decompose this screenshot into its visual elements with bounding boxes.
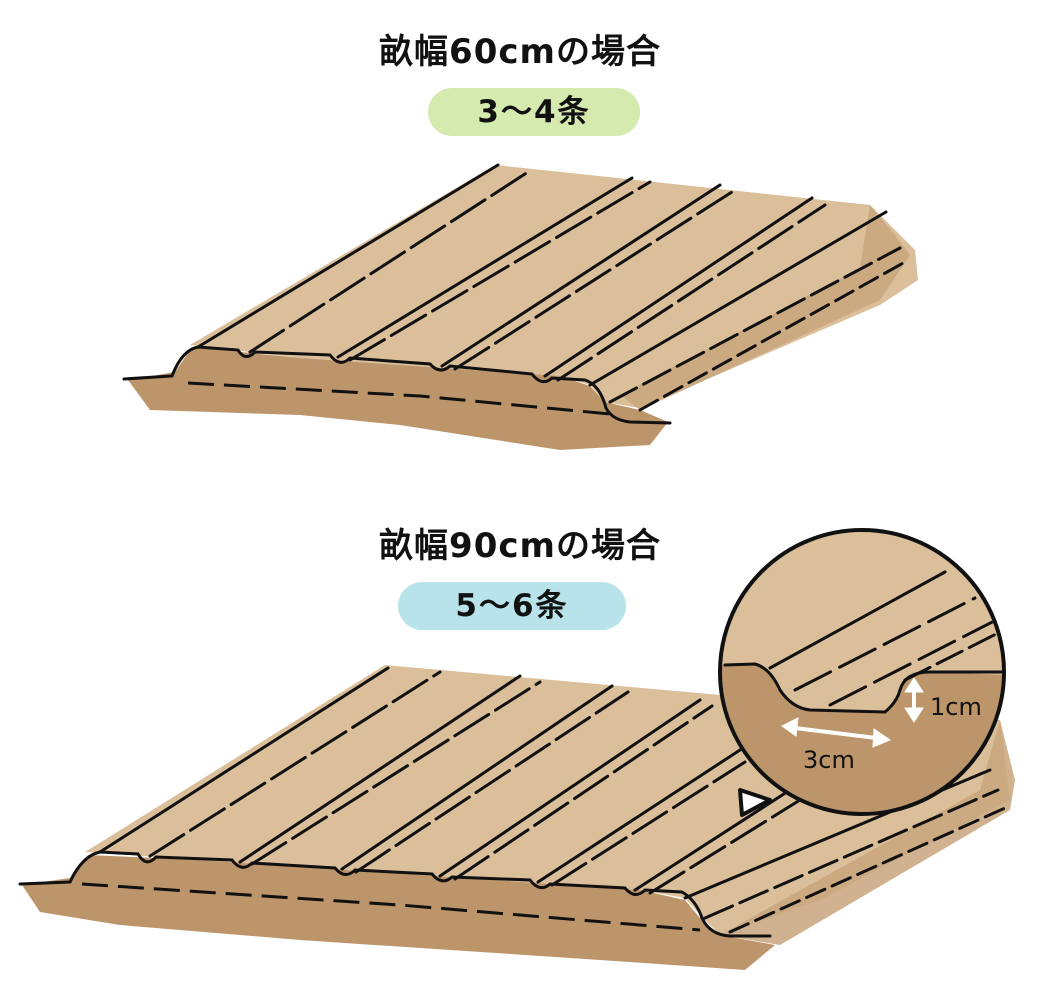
bed-front-face-90cm — [22, 855, 775, 970]
section-title-90cm: 畝幅90cmの場合 — [379, 526, 661, 566]
bed-front-face-60cm — [128, 347, 668, 450]
callout-pointer — [738, 788, 772, 817]
rows-badge-60cm: 3～4条 — [428, 88, 640, 136]
zoom-callout: 1cm 3cm — [718, 528, 1006, 817]
bed-dashed-base-90cm — [81, 882, 701, 932]
zoom-soil-section — [722, 664, 1002, 812]
furrow-lines-90cm — [98, 666, 1007, 934]
bed-right-face-90cm — [720, 720, 1015, 945]
depth-arrow — [904, 677, 924, 723]
rows-badge-90cm: 5～6条 — [398, 582, 626, 630]
depth-label: 1cm — [930, 693, 982, 721]
section-title-60cm: 畝幅60cmの場合 — [379, 32, 661, 72]
soil-bed-60cm — [122, 163, 918, 450]
bed-outline-90cm — [18, 850, 772, 938]
width-label: 3cm — [803, 746, 855, 774]
furrow-lines-60cm — [196, 163, 907, 412]
width-arrow — [781, 717, 892, 748]
bed-dashed-base-60cm — [187, 381, 611, 416]
bed-outline-60cm — [122, 345, 672, 425]
